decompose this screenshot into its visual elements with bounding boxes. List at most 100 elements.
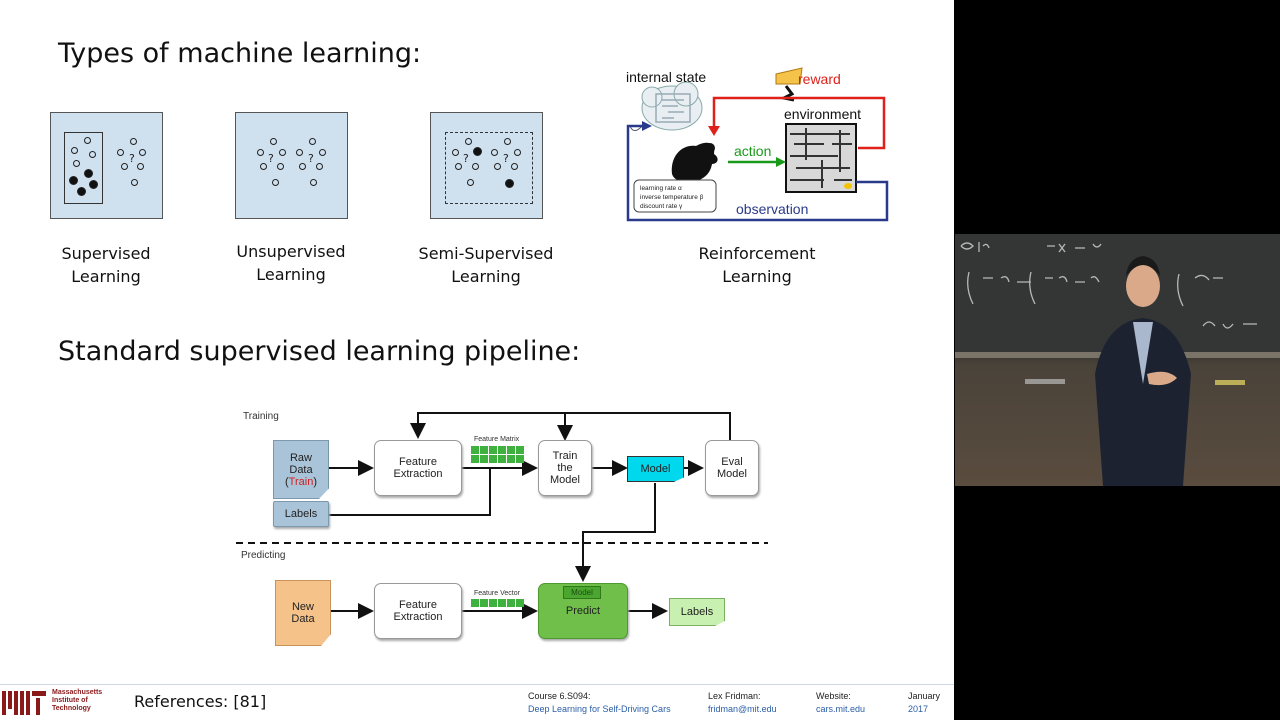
cheese-icon xyxy=(775,67,803,85)
feature-vector-grid xyxy=(471,599,531,607)
course-label: Course 6.S094: xyxy=(528,691,591,701)
supervised-diagram: ? xyxy=(50,112,163,219)
mit-line: Institute of xyxy=(52,697,88,704)
slide-title-types: Types of machine learning: xyxy=(58,38,422,69)
maze-icon xyxy=(655,93,691,123)
data-point xyxy=(455,163,462,170)
data-point xyxy=(84,169,93,178)
caption-line: Reinforcement xyxy=(698,244,816,263)
data-point xyxy=(504,138,511,145)
data-point xyxy=(121,163,128,170)
data-point xyxy=(465,138,472,145)
footer-divider xyxy=(0,684,954,685)
unknown-mark: ? xyxy=(463,152,469,165)
rl-param: inverse temperature β xyxy=(640,194,704,201)
box-line: the xyxy=(557,462,573,474)
pipeline-connectors xyxy=(236,412,768,619)
data-point xyxy=(73,160,80,167)
data-point xyxy=(316,163,323,170)
caption-line: Learning xyxy=(256,265,326,284)
reward-arrow xyxy=(712,96,886,150)
unknown-mark: ? xyxy=(503,152,509,165)
train-model-box: Train the Model xyxy=(538,440,592,496)
rl-environment: environment xyxy=(784,106,861,122)
caption-line: Learning xyxy=(451,267,521,286)
doc-line: Data xyxy=(289,463,313,476)
references: References: [81] xyxy=(134,692,267,711)
data-point xyxy=(137,163,144,170)
paren: ) xyxy=(313,475,317,488)
footer-date: January 2017 xyxy=(908,690,940,716)
data-point xyxy=(277,163,284,170)
website-url: cars.mit.edu xyxy=(816,704,866,714)
data-point xyxy=(279,149,286,156)
author-name: Lex Fridman: xyxy=(708,691,761,701)
reinforcement-diagram: learning rate α inverse temperature β di… xyxy=(626,67,889,222)
data-point xyxy=(272,179,279,186)
feature-extraction-train: Feature Extraction xyxy=(374,440,462,496)
paren: ( xyxy=(285,475,289,488)
data-point xyxy=(71,147,78,154)
data-point xyxy=(511,163,518,170)
data-point xyxy=(89,151,96,158)
data-point xyxy=(319,149,326,156)
data-point xyxy=(296,149,303,156)
rl-reward: reward xyxy=(798,71,841,87)
doc-line: New xyxy=(291,601,314,613)
data-point xyxy=(69,176,78,185)
model-doc: Model xyxy=(627,456,684,482)
raw-data-doc: Raw Data (Train) xyxy=(273,440,329,499)
data-point xyxy=(270,138,277,145)
box-line: Extraction xyxy=(393,468,443,480)
labels-input: Labels xyxy=(273,501,329,527)
training-label: Training xyxy=(243,411,279,422)
feature-vector-label: Feature Vector xyxy=(474,590,520,597)
feature-extraction-predict: Feature Extraction xyxy=(374,583,462,639)
rl-action: action xyxy=(734,143,771,159)
lecturer-head xyxy=(1126,265,1160,307)
data-point xyxy=(139,149,146,156)
rl-param: discount rate γ xyxy=(640,203,683,210)
data-point xyxy=(309,138,316,145)
data-point xyxy=(84,137,91,144)
author-email: fridman@mit.edu xyxy=(708,704,777,714)
caption-reinforcement: Reinforcement Learning xyxy=(672,242,842,288)
chalk-writing xyxy=(960,242,1257,329)
data-point xyxy=(131,179,138,186)
lecturer-hands xyxy=(1147,371,1177,386)
predict-model-tag: Model xyxy=(563,586,601,599)
rl-observation: observation xyxy=(736,201,808,217)
data-point xyxy=(77,187,86,196)
box-line: Train xyxy=(552,450,578,462)
lecturer-jacket xyxy=(1095,318,1191,486)
mit-wordmark: Massachusetts Institute of Technology xyxy=(52,689,102,713)
box-line: Eval xyxy=(721,456,743,468)
slide: Types of machine learning: ? ? ? xyxy=(0,0,954,720)
box-line: Feature xyxy=(399,599,437,611)
box-line: Model xyxy=(550,474,580,486)
data-point xyxy=(514,149,521,156)
predict-box: Predict xyxy=(538,583,628,639)
unsupervised-diagram: ? ? xyxy=(235,112,348,219)
slide-title-pipeline: Standard supervised learning pipeline: xyxy=(58,336,581,367)
output-labels-doc: Labels xyxy=(669,598,725,626)
supervised-labeled-region xyxy=(64,132,103,204)
caption-unsupervised: Unsupervised Learning xyxy=(206,240,376,286)
semi-supervised-diagram: ? ? xyxy=(430,112,543,219)
train-word: Train xyxy=(288,475,314,488)
mit-line: Technology xyxy=(52,705,91,712)
footer-author: Lex Fridman: fridman@mit.edu xyxy=(708,690,777,716)
footer-website: Website: cars.mit.edu xyxy=(816,690,865,716)
data-point xyxy=(260,163,267,170)
date-year: 2017 xyxy=(908,704,929,714)
caption-line: Supervised xyxy=(61,244,151,263)
caption-line: Learning xyxy=(722,267,792,286)
unknown-mark: ? xyxy=(308,152,314,165)
mouse-icon xyxy=(671,142,718,182)
rl-internal-state: internal state xyxy=(626,69,706,85)
feature-matrix-label: Feature Matrix xyxy=(474,436,520,443)
data-point xyxy=(491,149,498,156)
data-point xyxy=(89,180,98,189)
data-point xyxy=(452,149,459,156)
footer-course: Course 6.S094: Deep Learning for Self-Dr… xyxy=(528,690,671,716)
